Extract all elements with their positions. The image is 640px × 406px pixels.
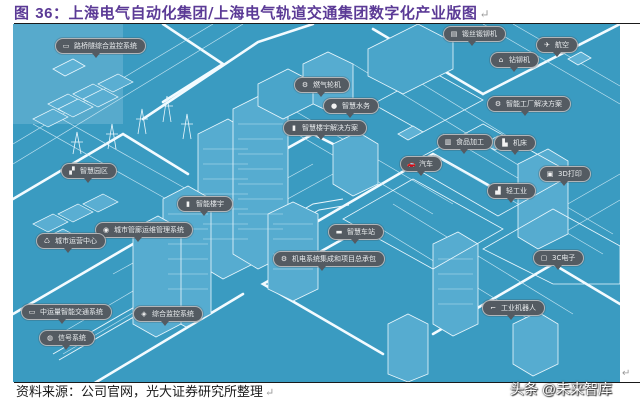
machine-icon: ▤ (450, 30, 458, 38)
callout-label: 智慧园区 (80, 167, 108, 175)
car-icon: 🚗 (407, 160, 416, 168)
callout-food-processing: ▥ 食品加工 (437, 134, 493, 154)
robot-arm-icon: ⌐ (490, 304, 496, 312)
callout-label: 机电系统集成和项目总承包 (292, 255, 376, 263)
callout-medium-transit: ▭ 中运量智能交通系统 (21, 304, 112, 324)
return-mark: ↵ (622, 368, 631, 379)
callout-label: 锻丝锻铆机 (462, 30, 497, 38)
callout-drilling-riveting: ⌂ 钻铆机 (490, 52, 539, 72)
callout-label: 3D打印 (558, 170, 582, 178)
callout-label: 中运量智能交通系统 (40, 308, 103, 316)
isometric-city-blueprint (13, 24, 620, 382)
callout-label: 综合监控系统 (152, 310, 194, 318)
callout-label: 汽车 (419, 160, 433, 168)
building-icon: ▮ (186, 200, 190, 208)
callout-screw-machine: ▤ 锻丝锻铆机 (443, 26, 506, 46)
callout-label: 智慧水务 (342, 102, 370, 110)
figure-number: 36 (35, 5, 53, 22)
water-drop-icon: ● (330, 102, 338, 110)
train-icon: ▬ (335, 228, 343, 236)
callout-label: 智能楼宇 (196, 200, 224, 208)
watermark: 头条 @未来智库 (510, 381, 613, 397)
source-text: 资料来源：公司官网，光大证券研究所整理 (16, 385, 264, 400)
industry-map-illustration: ▭ 路桥隧综合监控系统 ⚙ 燃气轮机 ● 智慧水务 ▮ 智慧楼宇解决方案 ▤ 锻… (13, 24, 620, 382)
return-mark: ↵ (265, 386, 275, 399)
callout-label: 3C电子 (552, 254, 576, 262)
callout-smart-water: ● 智慧水务 (323, 98, 379, 118)
callout-3c-electronics: ▢ 3C电子 (533, 250, 585, 270)
return-mark: ↵ (479, 7, 490, 21)
recycle-icon: ♺ (43, 237, 51, 245)
airplane-icon: ✈ (544, 41, 550, 49)
callout-label: 燃气轮机 (313, 81, 341, 89)
printer-icon: ▣ (546, 170, 554, 178)
shield-icon: ◈ (141, 310, 147, 318)
callout-city-ops-center: ♺ 城市运营中心 (36, 233, 106, 253)
figure-separator: ： (52, 4, 69, 22)
callout-bridge-tunnel-monitor: ▭ 路桥隧综合监控系统 (55, 38, 146, 58)
figure-label: 图 (14, 4, 30, 22)
cloud-icon: ◉ (102, 226, 110, 234)
callout-electromechanical: ⚙ 机电系统集成和项目总承包 (273, 251, 385, 271)
callout-label: 路桥隧综合监控系统 (74, 42, 137, 50)
monitor-icon: ▭ (62, 42, 70, 50)
source-note: 资料来源：公司官网，光大证券研究所整理↵ (16, 383, 274, 403)
building-icon: ▮ (292, 124, 296, 132)
callout-label: 机床 (513, 139, 527, 147)
callout-gas-turbine: ⚙ 燃气轮机 (294, 77, 350, 97)
industry-icon: ▟ (495, 187, 501, 195)
figure-title-text: 上海电气自动化集团/上海电气轨道交通集团数字化产业版图 (68, 4, 478, 22)
turbine-icon: ⚙ (301, 81, 309, 89)
callout-smart-station: ▬ 智慧车站 (328, 224, 384, 244)
drill-icon: ⌂ (498, 56, 504, 64)
bus-icon: ▭ (28, 308, 36, 316)
callout-industrial-robot: ⌐ 工业机器人 (482, 300, 545, 320)
callout-label: 智能工厂解决方案 (506, 100, 562, 108)
callout-city-ops-management: ◉ 城市管廊运维管理系统 (95, 222, 193, 242)
callout-automobile: 🚗 汽车 (400, 156, 442, 176)
machine-tool-icon: ▙ (502, 139, 508, 147)
callout-label: 城市管廊运维管理系统 (114, 226, 184, 234)
food-icon: ▥ (444, 138, 452, 146)
callout-machine-tool: ▙ 机床 (494, 135, 536, 155)
park-icon: ▞ (69, 167, 75, 175)
callout-aviation: ✈ 航空 (536, 37, 578, 57)
title-divider (14, 23, 640, 24)
signal-icon: ◍ (46, 334, 54, 342)
callout-label: 信号系统 (58, 334, 86, 342)
figure-title: 图 36：上海电气自动化集团/上海电气轨道交通集团数字化产业版图↵ (14, 2, 490, 24)
callout-label: 城市运营中心 (55, 237, 97, 245)
source-divider (14, 382, 640, 383)
callout-smart-park: ▞ 智慧园区 (61, 163, 117, 183)
callout-label: 轻工业 (506, 187, 527, 195)
callout-smart-building: ▮ 智能楼宇 (177, 196, 233, 216)
callout-label: 智慧车站 (347, 228, 375, 236)
callout-label: 智慧楼宇解决方案 (302, 124, 358, 132)
callout-integrated-monitoring: ◈ 综合监控系统 (133, 306, 203, 326)
callout-label: 食品加工 (456, 138, 484, 146)
callout-label: 航空 (555, 41, 569, 49)
callout-3d-printing: ▣ 3D打印 (539, 166, 591, 186)
callout-label: 钻铆机 (509, 56, 530, 64)
callout-signal-system: ◍ 信号系统 (39, 330, 95, 350)
callout-smart-factory: ⚙ 智能工厂解决方案 (487, 96, 571, 116)
device-icon: ▢ (540, 254, 548, 262)
callout-label: 工业机器人 (501, 304, 536, 312)
callout-light-industry: ▟ 轻工业 (487, 183, 536, 203)
callout-smart-building-solution: ▮ 智慧楼宇解决方案 (283, 120, 367, 140)
factory-icon: ⚙ (494, 100, 502, 108)
gear-icon: ⚙ (280, 255, 288, 263)
